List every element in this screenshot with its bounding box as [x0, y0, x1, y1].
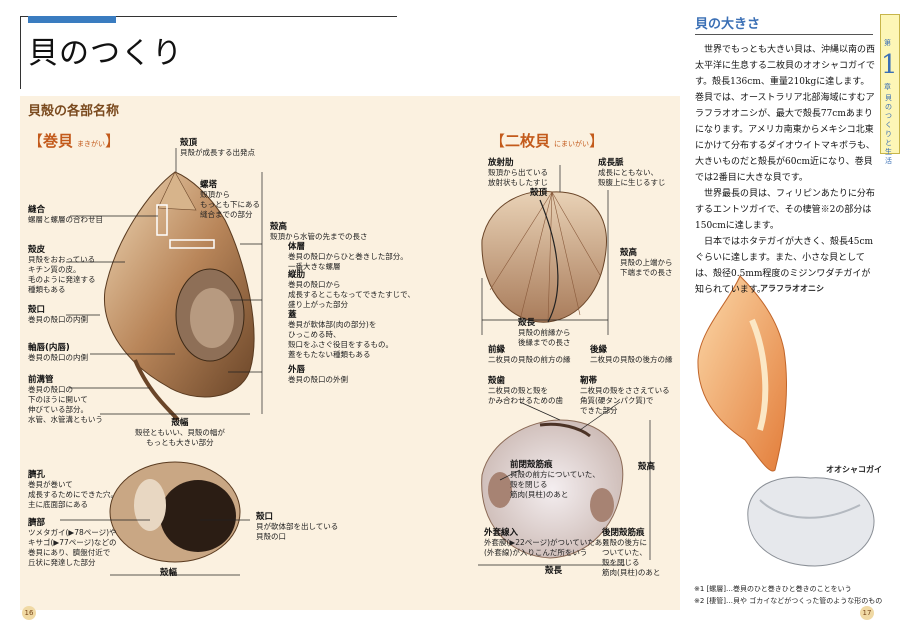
label-kakuchou-length: 殻長貝殻の前縁から 後縁までの長さ [518, 318, 571, 347]
right-body: 世界でもっとも大きい貝は、沖縄以南の西太平洋に生息する二枚貝のオオシャコガイです… [695, 42, 875, 298]
conch-underside-illustration [109, 461, 241, 563]
heading-rule [695, 34, 873, 35]
footnote-2: ※2 [棲管]…貝や ゴカイなどがつくった管のような形のもの [694, 597, 883, 605]
clam-exterior-illustration [481, 190, 607, 323]
label-zenkoukan: 前溝管巻貝の殻口の 下のほうに開いて 伸びている部分。 水管、水管溝ともいう [28, 375, 103, 424]
nimaigai-heading: 【二枚貝にまいがい】 [490, 132, 605, 150]
chapter-prefix: 第 [884, 39, 891, 47]
page-number-right: 17 [860, 606, 874, 620]
section-title: 貝殻の各部名称 [28, 104, 120, 119]
right-heading: 貝の大きさ [695, 17, 761, 32]
paragraph: 世界でもっとも大きい貝は、沖縄以南の西太平洋に生息する二枚貝のオオシャコガイです… [695, 45, 876, 183]
label-kouen: 後縁二枚貝の貝殻の後方の縁 [590, 345, 673, 364]
label-kakukou: 殻口巻貝の殻口の内側 [28, 305, 88, 324]
label-kakukou-clam-inner: 殻高 [638, 462, 656, 472]
footnote-1: ※1 [螺層]…巻貝のひと巻きひと巻きのことをいう [694, 585, 852, 593]
label-gaishin: 外唇巻貝の殻口の外側 [288, 365, 348, 384]
clam-interior-illustration [481, 419, 624, 559]
conch-shell-illustration [103, 171, 255, 422]
photo-label-giant-clam: オオシャコガイ [826, 465, 882, 474]
paragraph: 日本ではホタテガイが大きく、殻長45cmぐらいに達します。また、小さな貝としては… [695, 237, 874, 295]
label-saikou: 臍孔巻貝が巻いて 成長するためにできた穴。 主に底面部にある [28, 470, 118, 509]
title-accent-bar [28, 16, 116, 23]
page-title: 貝のつくり [28, 36, 183, 71]
label-kakuchou: 殻頂貝殻が成長する出発点 [180, 138, 255, 157]
chapter-suffix: 章 [884, 83, 891, 91]
label-kakufuku-lower: 殻幅 [160, 568, 178, 578]
label-juuroku: 縦肋巻貝の殻口から 成長するとこもなってできたすじで、 盛り上がった部分 [288, 270, 415, 309]
label-jikushin: 軸唇(内唇)巻貝の殻口の内側 [28, 343, 88, 362]
label-gaitousennyuu: 外套線入外套膜(▶22ページ)がついていたあと (外套線)が入りこんだ所をいう [484, 528, 610, 557]
label-rato: 螺塔殻頂から もっとも下にある 縫合までの部分 [200, 180, 260, 219]
label-kakukou-clam: 殻高貝殻の上端から 下端までの長さ [620, 248, 673, 277]
makigai-heading: 【巻貝まきがい】 [28, 132, 121, 150]
giant-clam-photo [747, 476, 875, 567]
label-seichoumyaku: 成長脈成長にともない、 殻腹上に生じるすじ [598, 158, 666, 187]
leader-lines [60, 148, 651, 576]
label-kakuchou-clam: 殻頂 [530, 188, 548, 198]
label-kakukou-height: 殻高殻頂から水管の先までの長さ [270, 222, 368, 241]
page-number-left: 16 [22, 606, 36, 620]
label-kakuchou-clam-inner: 殻長 [545, 566, 563, 576]
label-saibu: 臍部ツメタガイ(▶78ページ)や キサゴ(▶77ページ)などの 巻貝にあり、臍盤… [28, 518, 117, 567]
label-jintai: 靭帯二枚貝の殻をささえている 角質(硬タンパク質)で できた部分 [580, 376, 670, 415]
label-kakukou-lower: 殻口貝が軟体部を出している 貝殻の口 [256, 512, 339, 541]
label-kakuhi: 殻皮貝殻をおおっている キチン質の皮。 毛のように発達する 種類もある [28, 245, 96, 294]
label-kakufuku: 殻幅殻径ともいい、貝殻の幅が もっとも大きい部分 [135, 418, 225, 447]
label-futa: 蓋巻貝が軟体部(肉の部分)を ひっこめる時、 殻口をふさぐ役目をするもの。 蓋を… [288, 310, 393, 359]
title-frame [20, 16, 397, 89]
chapter-caption: 貝のつくりと生活 [885, 94, 892, 165]
label-kouheikakukinkon: 後閉殻筋痕貝殻の後方に ついていた、 殻を閉じる 筋肉(貝柱)のあと [602, 528, 661, 577]
paragraph: 世界最長の貝は、フィリピンあたりに分布するエントツガイで、その棲管※2の部分は1… [695, 189, 875, 231]
label-taisou: 体層巻貝の殻口からひと巻きした部分。 一番大きな螺層 [288, 242, 408, 271]
label-houshaoku: 放射肋殻頂から出ている 放射状もしたすじ [488, 158, 548, 187]
arafura-photo [697, 275, 788, 472]
photo-label-arafura: アラフラオオニシ [760, 284, 824, 293]
chapter-number: 1 [881, 50, 898, 80]
label-zenen: 前縁二枚貝の貝殻の前方の縁 [488, 345, 571, 364]
label-kakushi: 殻歯二枚貝の殻と殻を かみ合わせるための歯 [488, 376, 563, 405]
label-hougou: 縫合螺層と螺層の合わせ目 [28, 205, 103, 224]
label-zenheikakukinkon: 前閉殻筋痕貝殻の前方についていた、 殻を閉じる 筋肉(貝柱)のあと [510, 460, 600, 499]
